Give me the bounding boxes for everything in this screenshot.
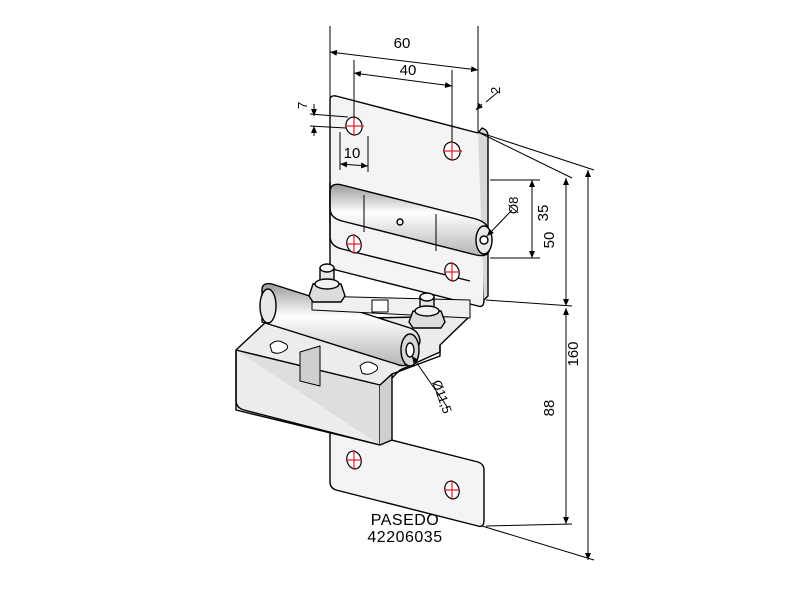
dim-lower-height: 88 <box>541 400 558 417</box>
dim-hole-spacing: 40 <box>400 62 417 79</box>
dim-bolt-diameter: Ø11,5 <box>429 378 455 416</box>
slot-hole <box>345 116 364 136</box>
dim-thickness: 2 <box>488 87 503 94</box>
dim-knuckle-length: 35 <box>535 205 552 222</box>
dim-pin-diameter: Ø8 <box>506 197 521 214</box>
product-brand: PASEDO <box>370 512 440 529</box>
bolt-right <box>408 292 446 329</box>
slot-hole <box>346 234 362 254</box>
hinge-body <box>235 95 493 528</box>
clamp-cylinder <box>261 282 421 367</box>
slot-hole <box>443 141 462 161</box>
dim-slot-width: 10 <box>344 145 361 162</box>
mounting-holes <box>345 116 462 500</box>
product-code: 42206035 <box>367 529 443 546</box>
dim-total-height: 160 <box>565 341 582 366</box>
dimension-lines <box>309 26 595 561</box>
dim-overall-width: 60 <box>394 35 411 52</box>
slot-hole <box>444 262 460 282</box>
dim-upper-leaf-height: 50 <box>541 232 558 249</box>
bolt-left <box>308 263 346 303</box>
slot-hole <box>346 450 362 470</box>
slot-hole <box>444 480 460 500</box>
dim-slot-height: 7 <box>295 102 310 109</box>
